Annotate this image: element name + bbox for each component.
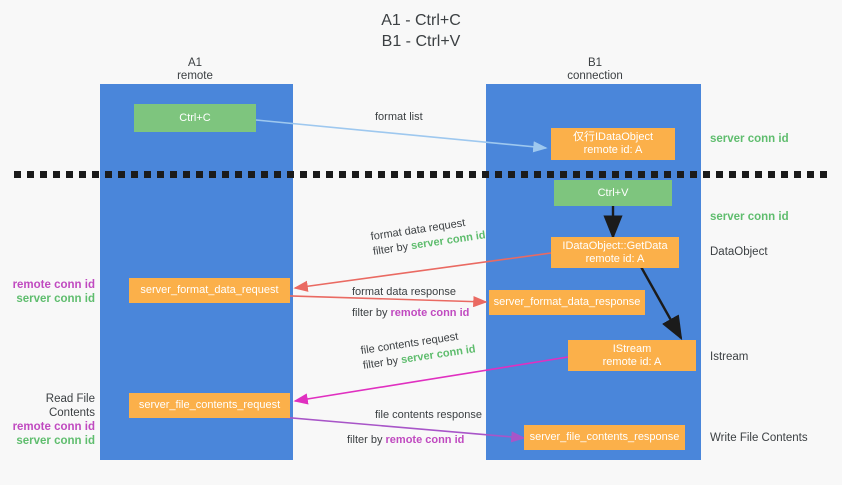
annotation-server-conn-id-1: server conn id: [710, 133, 789, 145]
edge-label-format-data-response-text: format data response: [352, 286, 456, 298]
edge-label-file-contents-response: file contents response filter by remote …: [347, 408, 483, 448]
node-server-format-data-request[interactable]: server_format_data_request: [129, 278, 290, 303]
node-idataobject[interactable]: 仅行IDataObject remote id: A: [551, 128, 675, 160]
edge-label-format-data-response: format data response filter by remote co…: [352, 285, 469, 321]
phase-divider: [14, 171, 830, 178]
edge-label-format-data-request: format data request filter by server con…: [370, 213, 487, 259]
lane-header-a1: A1 remote: [177, 57, 213, 82]
edge-label-file-contents-request: file contents request filter by server c…: [360, 327, 477, 373]
page-title: A1 - Ctrl+C B1 - Ctrl+V: [381, 12, 461, 50]
annotation-dataobject: DataObject: [710, 246, 768, 258]
edge-label-file-contents-response-filter: filter by remote conn id: [347, 434, 465, 446]
node-server-file-contents-request[interactable]: server_file_contents_request: [129, 393, 290, 418]
node-server-format-data-response[interactable]: server_format_data_response: [489, 290, 645, 315]
annotation-server-conn-id-3: server conn id: [16, 293, 95, 305]
annotation-server-conn-id-4: server conn id: [16, 435, 95, 447]
node-ctrl-v[interactable]: Ctrl+V: [554, 180, 672, 206]
annotation-read-file-contents: Read File Contents: [45, 393, 95, 419]
remote-conn-id-highlight: remote conn id: [385, 434, 465, 446]
node-idataobject-getdata[interactable]: IDataObject::GetData remote id: A: [551, 237, 679, 268]
node-server-file-contents-response[interactable]: server_file_contents_response: [524, 425, 685, 450]
node-istream[interactable]: IStream remote id: A: [568, 340, 696, 371]
edge-label-file-contents-response-text: file contents response: [375, 409, 483, 421]
annotation-read-file-contents-group: Read File Contents remote conn id server…: [0, 392, 95, 448]
annotation-remote-conn-id-1: remote conn id: [12, 279, 95, 291]
edge-label-format-list: format list: [375, 111, 423, 123]
annotation-istream: Istream: [710, 351, 749, 363]
annotation-write-file-contents: Write File Contents: [710, 432, 808, 444]
annotation-conn-ids-group-1: remote conn id server conn id: [0, 278, 95, 306]
lane-header-b1: B1 connection: [567, 57, 623, 82]
edge-label-format-data-response-filter: filter by remote conn id: [352, 307, 470, 319]
annotation-server-conn-id-2: server conn id: [710, 211, 789, 223]
remote-conn-id-highlight: remote conn id: [390, 307, 470, 319]
annotation-remote-conn-id-2: remote conn id: [12, 421, 95, 433]
node-ctrl-c[interactable]: Ctrl+C: [134, 104, 256, 132]
